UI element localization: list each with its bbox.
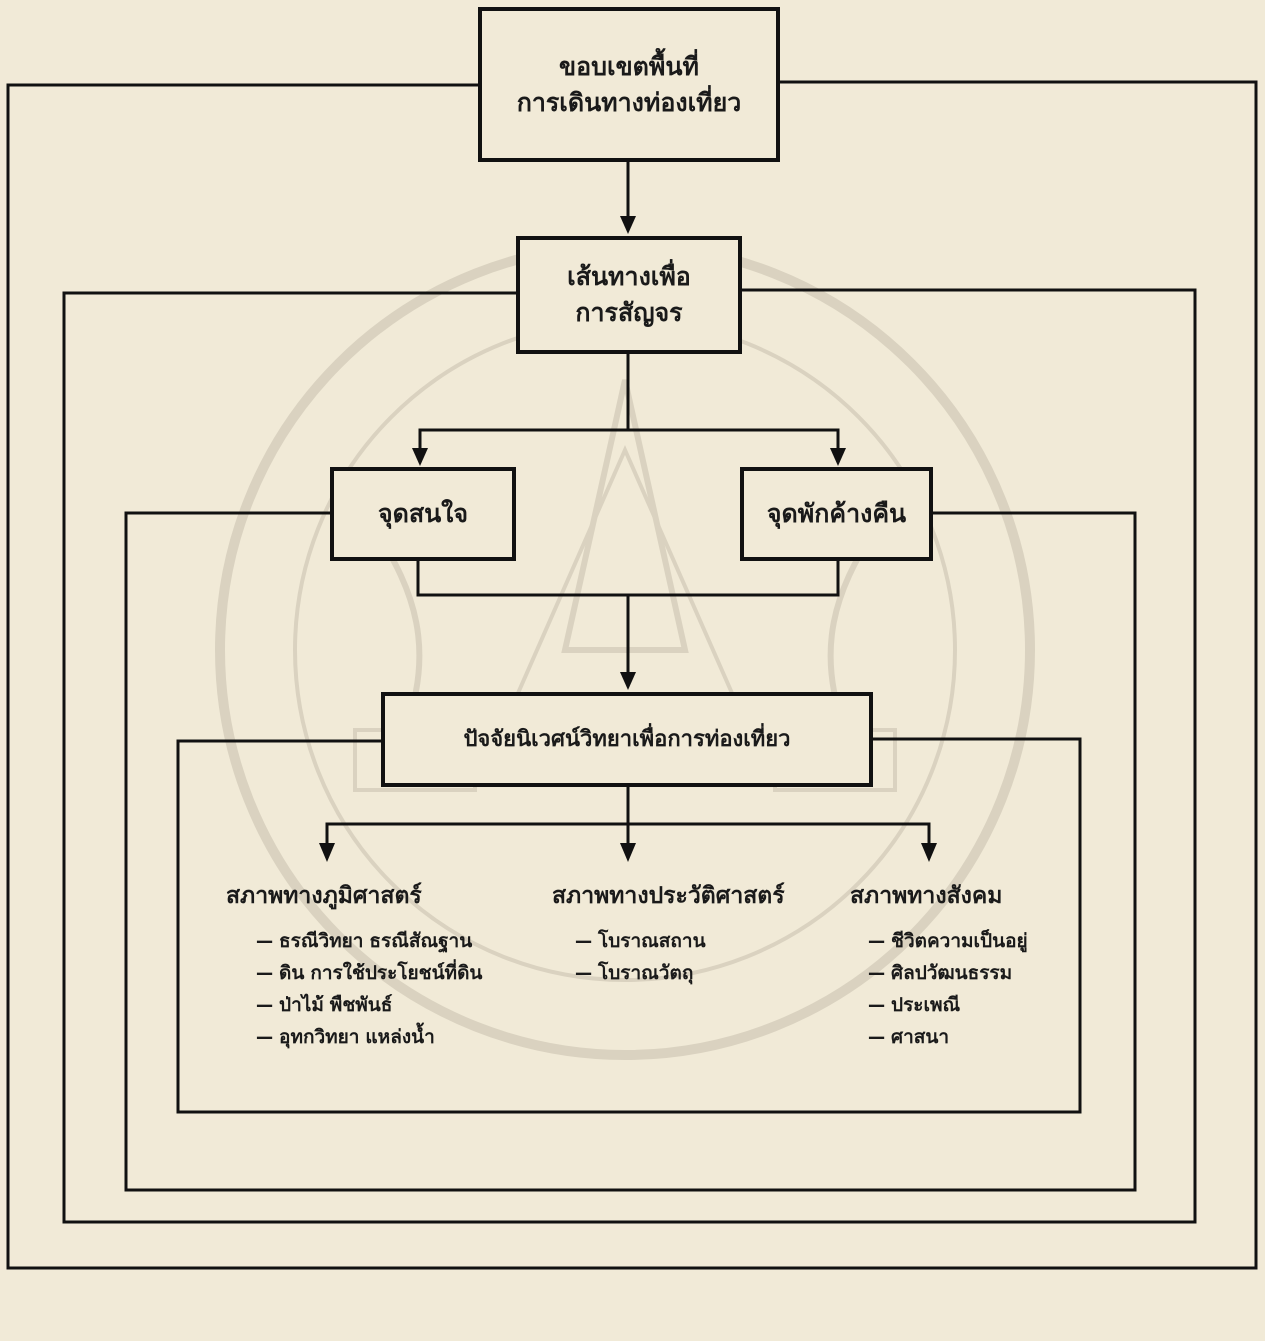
arrowhead-icon — [921, 843, 937, 862]
arrowhead-icon — [830, 448, 846, 466]
group-society-item: — ศิลปวัฒนธรรม — [868, 962, 1013, 984]
frame-route — [62, 288, 1197, 1224]
box-attraction: จุดสนใจ — [330, 467, 516, 561]
box-eco-factors: ปัจจัยนิเวศน์วิทยาเพื่อการท่องเที่ยว — [381, 692, 873, 787]
arrowhead-icon — [620, 216, 636, 234]
group-society-item: — ชีวิตความเป็นอยู่ — [868, 930, 1028, 952]
arrowhead-icon — [620, 843, 636, 862]
box-attraction-label: จุดสนใจ — [377, 499, 469, 528]
connector-split-branches — [418, 428, 840, 452]
group-geography-item: — อุทกวิทยา แหล่งน้ำ — [256, 1026, 435, 1048]
box-eco-factors-label: ปัจจัยนิเวศน์วิทยาเพื่อการท่องเที่ยว — [463, 726, 791, 752]
group-geography-item: — ดิน การใช้ประโยชน์ที่ดิน — [256, 962, 483, 984]
arrowhead-icon — [620, 672, 636, 690]
box-accommodation: จุดพักค้างคืน — [740, 467, 933, 561]
arrowheads — [319, 216, 937, 862]
box-route-line-1: เส้นทางเพื่อ — [567, 262, 691, 291]
group-geography-item: — ธรณีวิทยา ธรณีสัณฐาน — [256, 930, 473, 952]
connector-groups — [325, 822, 931, 845]
frame-tourism-area — [6, 80, 1258, 1270]
group-society-heading: สภาพทางสังคม — [850, 883, 1003, 909]
arrowhead-icon — [412, 448, 428, 466]
group-history-item: — โบราณวัตถุ — [575, 962, 694, 984]
arrowhead-icon — [319, 843, 335, 862]
group-geography-item: — ป่าไม้ พืชพันธ์ — [256, 994, 393, 1016]
frame-eco-factors — [176, 737, 1082, 1114]
box-tourism-area: ขอบเขตพื้นที่ การเดินทางท่องเที่ยว — [478, 7, 780, 162]
group-history-heading: สภาพทางประวัติศาสตร์ — [552, 883, 785, 909]
connector-merge — [416, 561, 840, 597]
box-route-line-2: การสัญจร — [575, 298, 683, 327]
group-society-item: — ประเพณี — [868, 994, 961, 1016]
group-history-item: — โบราณสถาน — [575, 930, 706, 952]
frame-attraction — [124, 511, 1137, 1192]
box-route: เส้นทางเพื่อ การสัญจร — [516, 236, 742, 354]
box-tourism-area-line-2: การเดินทางท่องเที่ยว — [516, 87, 742, 117]
group-geography-heading: สภาพทางภูมิศาสตร์ — [226, 883, 422, 909]
box-tourism-area-line-1: ขอบเขตพื้นที่ — [559, 51, 699, 81]
group-society-item: — ศาสนา — [868, 1026, 950, 1048]
box-accommodation-label: จุดพักค้างคืน — [766, 499, 907, 528]
